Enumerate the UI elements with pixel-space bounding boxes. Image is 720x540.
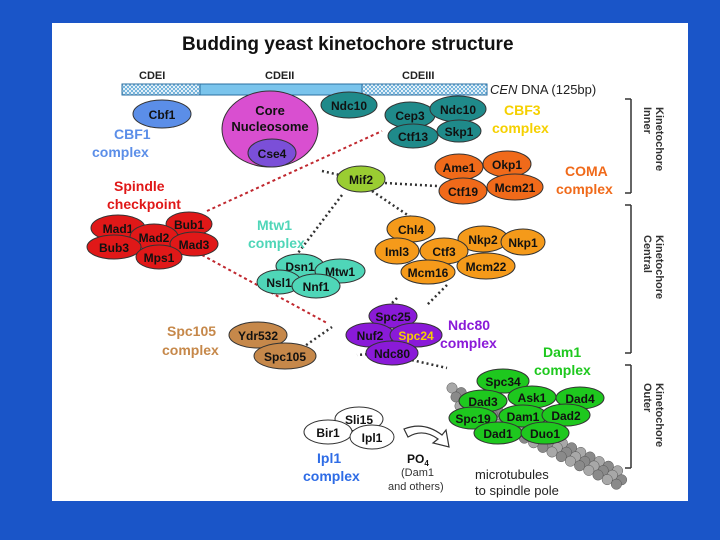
protein-bir1: Bir1 [316, 426, 340, 440]
protein-ndc10-a: Ndc10 [331, 99, 367, 113]
dna-region-cdeiii: CDEIII [402, 70, 434, 82]
protein-mcm16: Mcm16 [408, 266, 449, 280]
cen-dna: CDEI CDEII CDEIII CEN DNA (125bp) [121, 70, 596, 97]
dam1-group: Spc34 Dad3 Ask1 Dad4 Spc19 Dam1 Dad2 Dad… [448, 368, 605, 445]
protein-ctf19: Ctf19 [448, 185, 478, 199]
protein-mps1: Mps1 [144, 251, 175, 265]
protein-okp1: Okp1 [492, 158, 522, 172]
protein-ndc10-b: Ndc10 [440, 103, 476, 117]
protein-spc19: Spc19 [455, 412, 491, 426]
protein-nkp2: Nkp2 [468, 233, 498, 247]
protein-ame1: Ame1 [443, 161, 476, 175]
protein-nuf2: Nuf2 [357, 329, 384, 343]
protein-cse4: Cse4 [258, 147, 287, 161]
protein-cep3: Cep3 [395, 109, 425, 123]
protein-nsl1: Nsl1 [266, 276, 292, 290]
protein-ndc80: Ndc80 [374, 347, 410, 361]
protein-ydr532: Ydr532 [238, 329, 278, 343]
protein-dad3: Dad3 [468, 395, 498, 409]
protein-cbf1: Cbf1 [149, 108, 176, 122]
microtubule-bead [555, 451, 567, 463]
protein-dam1: Dam1 [507, 410, 540, 424]
protein-spc34: Spc34 [485, 375, 521, 389]
protein-mcm21: Mcm21 [495, 181, 536, 195]
microtubule-bead [610, 478, 622, 490]
protein-spc105: Spc105 [264, 350, 306, 364]
microtubule-bead [601, 474, 613, 486]
protein-spc24: Spc24 [398, 329, 434, 343]
checkpoint-connectors [201, 130, 383, 324]
protein-mad1: Mad1 [103, 222, 134, 236]
protein-sli15: Sli15 [345, 413, 373, 427]
po4-label: PO4 [407, 452, 429, 468]
protein-skp1: Skp1 [445, 125, 474, 139]
protein-mad3: Mad3 [179, 238, 210, 252]
region-brackets: InnerKinetochore CentralKinetochore Oute… [625, 98, 665, 469]
protein-chl4: Chl4 [398, 223, 424, 237]
microtubule-bead [574, 460, 586, 472]
protein-mad2: Mad2 [139, 231, 170, 245]
microtubule-bead [564, 455, 576, 467]
protein-duo1: Duo1 [530, 427, 560, 441]
dna-label: CEN DNA (125bp) [490, 82, 596, 97]
microtubule-bead [446, 382, 458, 394]
protein-mtw1: Mtw1 [325, 265, 355, 279]
ctf19-central-group: Chl4 Nkp2 Nkp1 Iml3 Ctf3 Mcm16 Mcm22 [374, 215, 546, 285]
dna-bar-left [121, 83, 201, 96]
protein-ctf13: Ctf13 [398, 130, 428, 144]
protein-mif2: Mif2 [349, 173, 373, 187]
mtw1-group: Dsn1 Mtw1 Nsl1 Nnf1 [256, 253, 366, 299]
kinetochore-diagram: Budding yeast kinetochore structure CDEI… [86, 34, 665, 498]
protein-nnf1: Nnf1 [303, 280, 330, 294]
protein-bub3: Bub3 [99, 241, 129, 255]
region-central-label: CentralKinetochore [641, 235, 665, 299]
microtubule-bead [592, 469, 604, 481]
protein-spc25: Spc25 [375, 310, 411, 324]
protein-ask1: Ask1 [518, 391, 547, 405]
slide-canvas: Budding yeast kinetochore structure CDEI… [52, 23, 688, 501]
dna-region-cdei: CDEI [139, 70, 165, 82]
diagram-title: Budding yeast kinetochore structure [182, 34, 514, 55]
dna-region-cdeii: CDEII [265, 70, 294, 82]
protein-dad1: Dad1 [483, 427, 513, 441]
dna-bar-right [361, 83, 488, 96]
protein-dad2: Dad2 [551, 409, 581, 423]
microtubule-bead [546, 446, 558, 458]
mif2-group: Mif2 [336, 165, 386, 193]
microtubule-bead [583, 464, 595, 476]
protein-dsn1: Dsn1 [285, 260, 315, 274]
protein-nkp1: Nkp1 [508, 236, 538, 250]
protein-bub1: Bub1 [174, 218, 204, 232]
region-inner-label: InnerKinetochore [641, 107, 665, 171]
protein-dad4: Dad4 [565, 392, 595, 406]
protein-iml3: Iml3 [385, 245, 409, 259]
protein-mcm22: Mcm22 [466, 260, 507, 274]
protein-ctf3: Ctf3 [432, 245, 456, 259]
protein-ipl1: Ipl1 [362, 431, 383, 445]
region-outer-label: OuterKinetochore [641, 383, 665, 447]
